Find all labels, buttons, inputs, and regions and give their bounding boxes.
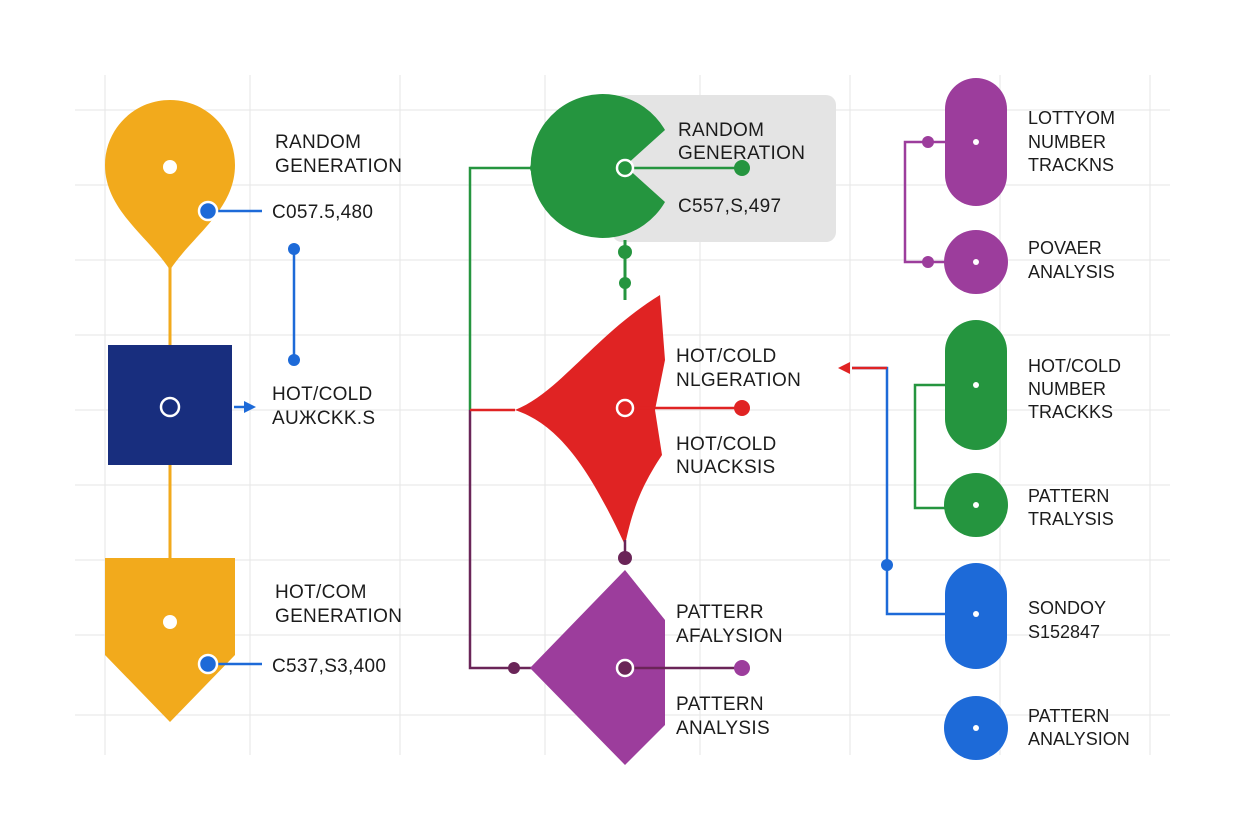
node-label-line2: TRALYSIS	[1028, 509, 1114, 529]
node-label-line1: PATTERN	[1028, 486, 1109, 506]
node-label-line2: ANALYSIS	[1028, 262, 1115, 282]
hot-cold-center-node[interactable]	[515, 295, 665, 545]
node-port-icon	[615, 398, 635, 418]
node-label-line1: PATTERN	[676, 694, 764, 715]
junction-dot-icon	[922, 136, 934, 148]
node-label-line2: NUMBER	[1028, 132, 1106, 152]
node-label-line1: PATTERR	[676, 602, 764, 623]
node-value: C537,S3,400	[272, 656, 386, 677]
link-end-dot-icon	[288, 243, 300, 255]
node-label-line2: ANALYSION	[1028, 729, 1130, 749]
node-label-line2: AUЖCKK.S	[272, 408, 375, 429]
node-label-line2: NUMBER	[1028, 379, 1106, 399]
connector-dot-icon	[197, 653, 219, 675]
center-column: RANDOM GENERATION C557,S,497 HOT/COLD NL…	[468, 94, 836, 765]
connector-dot-icon	[734, 160, 750, 176]
hot-cold-square-node[interactable]	[108, 345, 232, 465]
trunk-line-purple	[468, 410, 545, 670]
right-column: LOTTYOM NUMBER TRACKNS POVAER ANALYSIS H…	[838, 78, 1130, 760]
node-label-line1: HOT/COLD	[272, 384, 373, 405]
hot-com-generation-node[interactable]	[105, 558, 235, 722]
node-label-line2: GENERATION	[275, 156, 402, 177]
node-label-line3: TRACKKS	[1028, 402, 1113, 422]
node-label-line2: NUACKSIS	[676, 457, 776, 478]
node-port-icon	[615, 658, 635, 678]
node-label-line1: RANDOM	[678, 120, 764, 141]
connector-dot-icon	[734, 660, 750, 676]
junction-dot-icon	[619, 277, 631, 289]
connector-dot-icon	[734, 400, 750, 416]
node-port-icon	[159, 396, 181, 418]
node-label-line2: GENERATION	[678, 143, 805, 164]
node-value: C057.5,480	[272, 202, 373, 223]
arrow-head-icon	[244, 401, 256, 413]
junction-dot-icon	[618, 245, 632, 259]
bracket-blue	[852, 366, 945, 616]
node-label-line1: LOTTYOM	[1028, 108, 1115, 128]
node-label-line2: S152847	[1028, 622, 1100, 642]
node-port-icon	[973, 611, 979, 617]
link-end-dot-icon	[288, 354, 300, 366]
junction-dot-icon	[881, 559, 893, 571]
node-label-line2: GENERATION	[275, 606, 402, 627]
node-label-line1: HOT/COM	[275, 582, 367, 603]
junction-dot-icon	[508, 662, 520, 674]
left-column: RANDOM GENERATION C057.5,480 HOT/COLD AU…	[105, 100, 402, 722]
node-label-line2: NLGERATION	[676, 370, 801, 391]
connector-dot-icon	[197, 200, 219, 222]
trunk-line-green	[468, 166, 556, 410]
bracket-green	[913, 383, 945, 510]
node-label-line2: AFALYSION	[676, 626, 783, 647]
junction-dot-icon	[922, 256, 934, 268]
node-label-line1: HOT/COLD	[1028, 356, 1121, 376]
node-label-line1: SONDOY	[1028, 598, 1106, 618]
node-label-line1: RANDOM	[275, 132, 361, 153]
junction-dot-icon	[618, 551, 632, 565]
arrow-head-icon	[838, 362, 850, 374]
node-port-icon	[163, 160, 177, 174]
node-label-line3: TRACKNS	[1028, 155, 1114, 175]
random-generation-node[interactable]	[105, 100, 235, 270]
random-generation-center-node[interactable]	[530, 94, 665, 239]
node-label-line1: PATTERN	[1028, 706, 1109, 726]
node-label-line2: ANALYSIS	[676, 718, 770, 739]
node-label-line1: POVAER	[1028, 238, 1102, 258]
node-port-icon	[973, 259, 979, 265]
node-port-icon	[973, 382, 979, 388]
node-value: C557,S,497	[678, 196, 781, 217]
node-port-icon	[973, 725, 979, 731]
node-port-icon	[615, 158, 635, 178]
node-port-icon	[973, 139, 979, 145]
pattern-analysis-center-node[interactable]	[530, 570, 665, 765]
node-label-line1: HOT/COLD	[676, 346, 777, 367]
node-label-line1: HOT/COLD	[676, 434, 777, 455]
bracket-purple	[903, 140, 945, 264]
node-port-icon	[973, 502, 979, 508]
node-port-icon	[163, 615, 177, 629]
